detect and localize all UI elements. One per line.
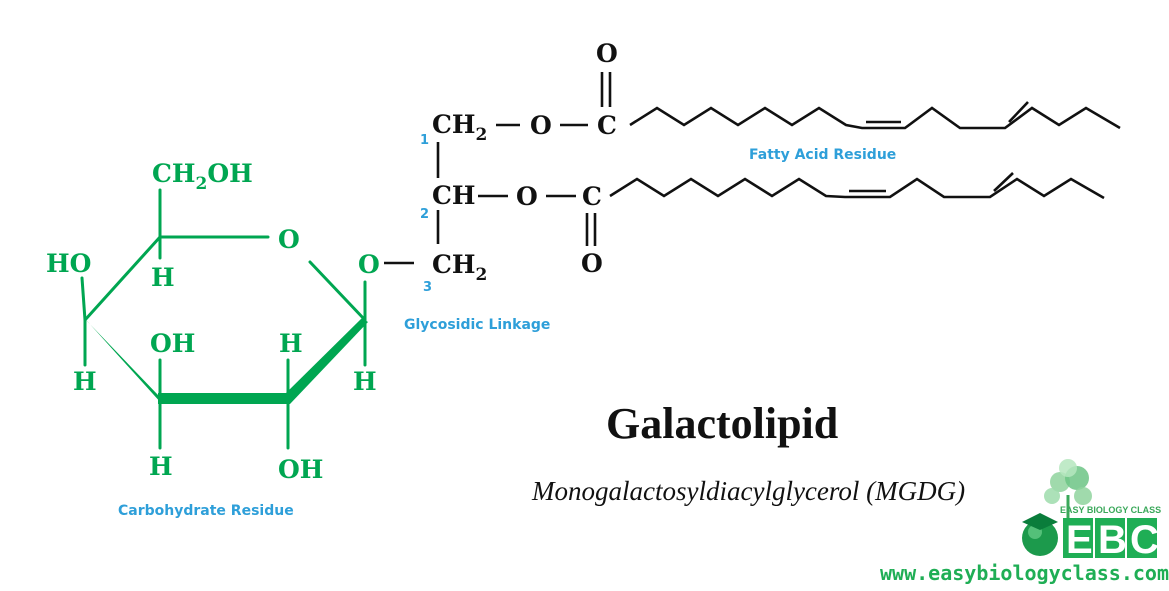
- galactose-ring: CH2OH O H HO H OH H H OH H O: [46, 159, 380, 484]
- ester2-oxygen: O: [516, 182, 538, 211]
- c3-hydroxyl: OH: [150, 329, 195, 358]
- ring-oxygen: O: [278, 225, 300, 254]
- ester2-carbon: C: [582, 182, 602, 211]
- logo-letter-c: C: [1130, 518, 1159, 562]
- logo-box-b: [1095, 518, 1125, 558]
- logo-letter-e: E: [1066, 518, 1093, 562]
- diagram-title: Galactolipid: [606, 399, 838, 448]
- c4-hydroxyl: HO: [46, 249, 91, 278]
- logo-tagline: EASY BIOLOGY CLASS: [1060, 505, 1161, 515]
- carbon-number-2: 2: [420, 207, 429, 222]
- ester2-carbonyl-oxygen: O: [581, 249, 603, 278]
- logo-box-e: [1063, 518, 1093, 558]
- glycerol-backbone: CH2 CH CH2 1 2 3: [384, 110, 487, 295]
- tree-icon: [1044, 459, 1092, 530]
- ester1-carbonyl-oxygen: O: [596, 39, 618, 68]
- ester-2: O C O: [478, 182, 603, 278]
- bond-c4-ho: [80, 276, 87, 322]
- ch2-bottom: CH2: [432, 250, 487, 285]
- ester1-carbon: C: [597, 111, 617, 140]
- bond-c5-c4: [83, 235, 162, 322]
- c3-hydrogen: H: [149, 452, 173, 481]
- grad-cap-icon: [1022, 513, 1058, 530]
- carbon-number-1: 1: [420, 133, 429, 148]
- fatty-chain-1: [629, 106, 1121, 130]
- bond-c3-c2-bold: [158, 393, 290, 404]
- ester-1: O C O: [496, 39, 618, 140]
- ch-middle: CH: [432, 181, 476, 210]
- ch2-top: CH2: [432, 110, 487, 145]
- c4-hydrogen: H: [73, 367, 97, 396]
- c2-hydroxyl: OH: [278, 455, 323, 484]
- logo-box-c: [1127, 518, 1157, 558]
- logo-letter-b: B: [1098, 518, 1127, 562]
- glycosidic-linkage-label: Glycosidic Linkage: [404, 317, 550, 333]
- glycosidic-oxygen: O: [358, 250, 380, 279]
- website-url[interactable]: www.easybiologyclass.com: [880, 561, 1169, 585]
- bond-c2-c1-wedge: [286, 318, 368, 404]
- fatty-chain-1-double-bond-2: [1008, 101, 1029, 123]
- bond-o-c1: [308, 260, 367, 322]
- diagram-subtitle: Monogalactosyldiacylglycerol (MGDG): [531, 476, 965, 506]
- c1-hydrogen: H: [353, 367, 377, 396]
- ebc-logo: EASY BIOLOGY CLASS E B C www.easybiology…: [880, 459, 1169, 585]
- fatty-chain-2: [609, 177, 1105, 200]
- c5-hydrogen: H: [151, 263, 175, 292]
- fatty-chain-2-double-bond-2: [993, 172, 1014, 192]
- carbohydrate-label: Carbohydrate Residue: [118, 503, 294, 519]
- fatty-acid-chains: [609, 101, 1121, 200]
- carbon-number-3: 3: [423, 280, 432, 295]
- ch2oh-label: CH2OH: [152, 159, 253, 194]
- fatty-acid-label: Fatty Acid Residue: [749, 147, 896, 163]
- ester1-oxygen: O: [530, 111, 552, 140]
- c2-hydrogen: H: [279, 329, 303, 358]
